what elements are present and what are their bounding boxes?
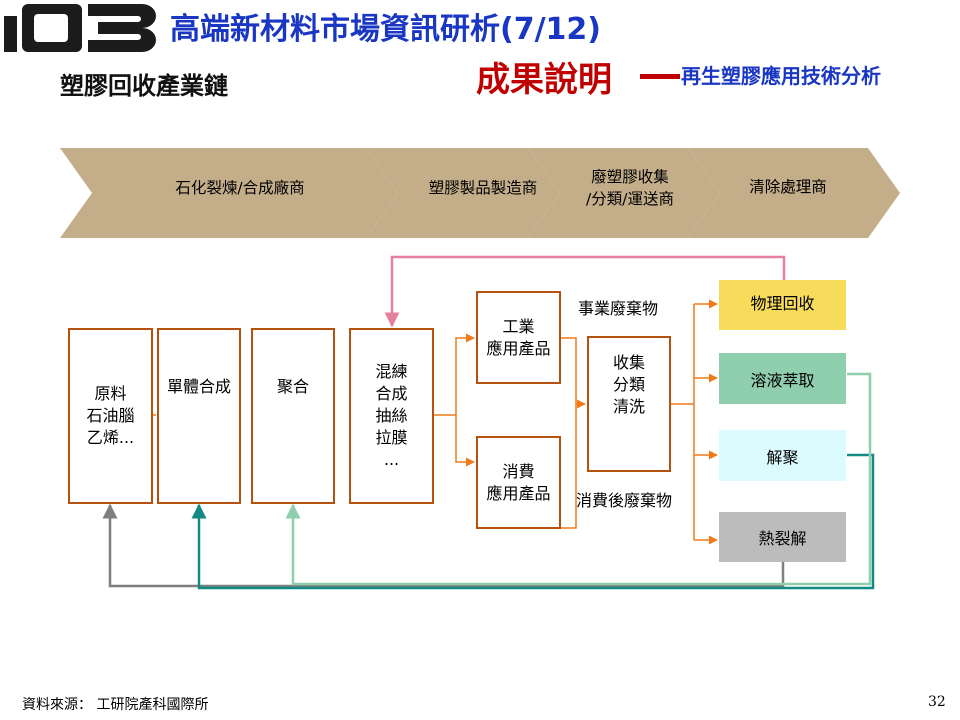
product-split-arrows bbox=[433, 333, 475, 467]
page-number: 32 bbox=[928, 694, 946, 710]
raw-material-label: 原料 石油腦 乙烯... bbox=[86, 384, 135, 447]
tech-depolymerization: 解聚 bbox=[719, 430, 846, 481]
monomer-synthesis-label: 單體合成 bbox=[166, 377, 231, 396]
tech-solvent-extraction: 溶液萃取 bbox=[719, 353, 846, 404]
tech-depolymerization-label: 解聚 bbox=[766, 447, 799, 467]
tech-pyrolysis-label: 熱裂解 bbox=[758, 529, 807, 548]
collection-box: 收集 分類 清洗 bbox=[587, 336, 671, 472]
loop-physical-recycling bbox=[384, 255, 786, 328]
compounding-box: 混練 合成 抽絲 拉膜 ... bbox=[349, 328, 434, 504]
chevron-disposal bbox=[688, 148, 900, 238]
chain-title: 塑膠回收產業鏈 bbox=[60, 72, 228, 100]
tech-pyrolysis: 熱裂解 bbox=[719, 512, 846, 562]
chevron-manufacturer bbox=[366, 148, 560, 238]
loop-solvent-extraction bbox=[285, 372, 872, 586]
chevron-collector bbox=[528, 148, 720, 238]
industrial-waste-label: 事業廢棄物 bbox=[577, 299, 658, 318]
polymerization-label: 聚合 bbox=[276, 377, 309, 396]
polymerization-box: 聚合 bbox=[251, 328, 335, 504]
loop-pyrolysis bbox=[102, 503, 785, 588]
loop-depolymerization bbox=[191, 453, 875, 590]
chain-label-manufacturer: 塑膠製品製造商 bbox=[428, 179, 538, 197]
chain-label-petrochemical: 石化裂煉/合成廠商 bbox=[175, 179, 305, 197]
chevron-petrochemical bbox=[60, 148, 398, 238]
collection-label: 收集 分類 清洗 bbox=[612, 353, 645, 416]
id3-logo bbox=[4, 4, 156, 52]
compounding-label: 混練 合成 抽絲 拉膜 ... bbox=[375, 362, 408, 469]
results-title: 成果說明 bbox=[476, 60, 612, 100]
results-subtitle: 再生塑膠應用技術分析 bbox=[681, 64, 881, 88]
tech-physical-recycling-label: 物理回收 bbox=[750, 294, 815, 313]
chain-label-disposal: 清除處理商 bbox=[749, 178, 827, 196]
page-title: 高端新材料市場資訊研析(7/12) bbox=[170, 12, 602, 47]
raw-material-box: 原料 石油腦 乙烯... bbox=[68, 328, 153, 504]
collection-arrows bbox=[561, 337, 586, 529]
consumer-products-label: 消費 應用產品 bbox=[486, 461, 551, 503]
industrial-products-box: 工業 應用產品 bbox=[476, 291, 561, 384]
industrial-products-label: 工業 應用產品 bbox=[486, 316, 551, 358]
monomer-synthesis-box: 單體合成 bbox=[157, 328, 241, 504]
consumer-waste-label: 消費後廢棄物 bbox=[575, 491, 672, 510]
tech-solvent-extraction-label: 溶液萃取 bbox=[750, 370, 815, 390]
consumer-products-box: 消費 應用產品 bbox=[476, 436, 561, 529]
source-note: 資料來源： 工研院產科國際所 bbox=[22, 697, 209, 713]
technology-arrows bbox=[670, 299, 718, 545]
title-dash bbox=[640, 74, 680, 79]
tech-physical-recycling: 物理回收 bbox=[719, 280, 846, 330]
chain-label-collector: 廢塑膠收集 /分類/運送商 bbox=[586, 168, 674, 208]
